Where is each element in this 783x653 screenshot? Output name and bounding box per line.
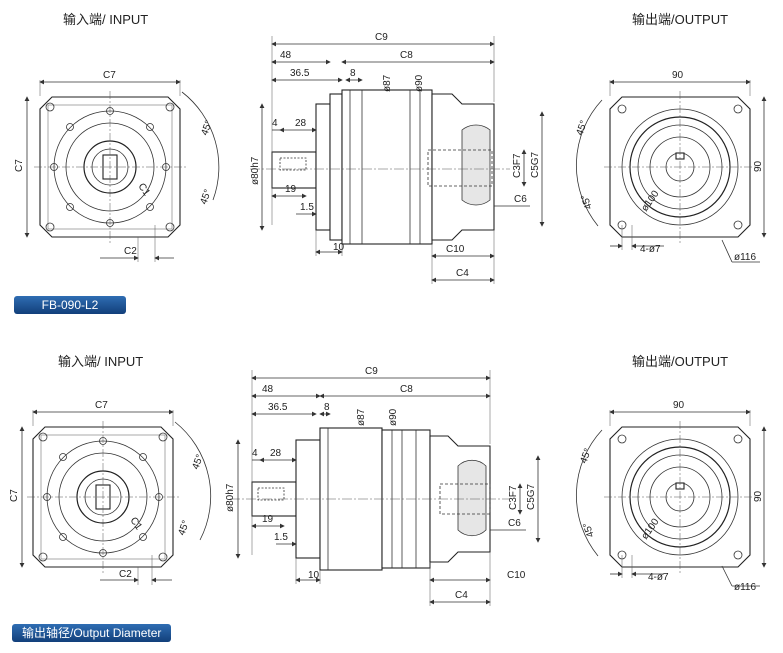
dim-80h7-bottom: ø80h7 (225, 483, 236, 512)
input-flange-view-bottom (26, 420, 180, 574)
dim-90-top: ø90 (414, 74, 425, 92)
dim-c8-bottom: C8 (400, 384, 413, 395)
dim-c6-top: C6 (514, 194, 527, 205)
model-badge: FB-090-L2 (14, 296, 126, 314)
dim-116-bottom: ø116 (734, 582, 756, 593)
dim-c2: C2 (124, 246, 137, 257)
dim-28-bottom: 28 (270, 448, 282, 459)
dim-c5g7-top: C5G7 (530, 151, 541, 178)
dim-c7-bottom: C7 (95, 400, 108, 411)
dim-c4-top: C4 (456, 268, 469, 279)
dim-c2-bottom: C2 (119, 569, 132, 580)
dim-15-top: 1.5 (300, 202, 314, 213)
dim-48-bottom: 48 (262, 384, 274, 395)
dim-116-top: ø116 (734, 252, 756, 263)
title-input-bottom: 输入端/ INPUT (58, 354, 143, 369)
dim-87-top: ø87 (382, 74, 393, 92)
dim-holes-top: 4-ø7 (640, 244, 661, 255)
dim-10-top: 10 (333, 242, 345, 253)
dim-w90-bottom: 90 (673, 400, 685, 411)
dim-c3f7-bottom: C3F7 (508, 485, 519, 510)
dim-h90-bottom: 90 (753, 490, 764, 502)
dim-c9-top: C9 (375, 32, 388, 43)
dim-19-top: 19 (285, 184, 297, 195)
dim-45-out-b: 45° (579, 193, 595, 211)
dim-80h7-top: ø80h7 (250, 156, 261, 185)
input-flange-view-top (33, 90, 187, 244)
output-flange-view-top (603, 90, 757, 244)
dim-c9-bottom: C9 (365, 366, 378, 377)
dim-8-bottom: 8 (324, 402, 330, 413)
side-view-bottom (230, 427, 510, 571)
dim-c7-left-bottom: C7 (9, 489, 20, 502)
dim-45-out-bottom-b: 45° (581, 521, 597, 539)
dim-365-bottom: 36.5 (268, 402, 288, 413)
dim-c10-bottom: C10 (507, 570, 526, 581)
dim-45-bottom-b: 45° (176, 519, 192, 537)
title-input-top: 输入端/ INPUT (63, 12, 148, 27)
dim-28-top: 28 (295, 118, 307, 129)
dim-c5g7-bottom: C5G7 (526, 483, 537, 510)
dim-45-b: 45° (198, 188, 214, 206)
dim-c7-left: C7 (14, 159, 25, 172)
output-flange-view-bottom (603, 420, 757, 574)
dim-48-top: 48 (280, 50, 292, 61)
dim-4-top: 4 (272, 118, 278, 129)
dim-365-top: 36.5 (290, 68, 310, 79)
dim-45-a: 45° (199, 119, 215, 137)
dim-w90-top: 90 (672, 70, 684, 81)
dim-87-bottom: ø87 (356, 408, 367, 426)
dim-8-top: 8 (350, 68, 356, 79)
dim-90-bottom: ø90 (388, 408, 399, 426)
dim-c10-top: C10 (446, 244, 465, 255)
dim-holes-bottom: 4-ø7 (648, 572, 669, 583)
dim-45-out-a: 45° (574, 119, 590, 137)
output-diameter-badge: 输出轴径/Output Diameter (12, 624, 172, 642)
side-view-top (250, 89, 510, 245)
dim-c8-top: C8 (400, 50, 413, 61)
title-output-top: 输出端/OUTPUT (632, 12, 728, 27)
dim-c4-bottom: C4 (455, 590, 468, 601)
dim-45-out-bottom-a: 45° (578, 447, 594, 465)
title-output-bottom: 输出端/OUTPUT (632, 354, 728, 369)
dim-h90-top: 90 (753, 160, 764, 172)
dim-10-bottom: 10 (308, 570, 320, 581)
dim-45-bottom-a: 45° (190, 453, 206, 471)
dim-15-bottom: 1.5 (274, 532, 288, 543)
dim-c7-top: C7 (103, 70, 116, 81)
dim-4-bottom: 4 (252, 448, 258, 459)
dim-19-bottom: 19 (262, 514, 274, 525)
dim-c3f7-top: C3F7 (512, 153, 523, 178)
dim-c6-bottom: C6 (508, 518, 521, 529)
